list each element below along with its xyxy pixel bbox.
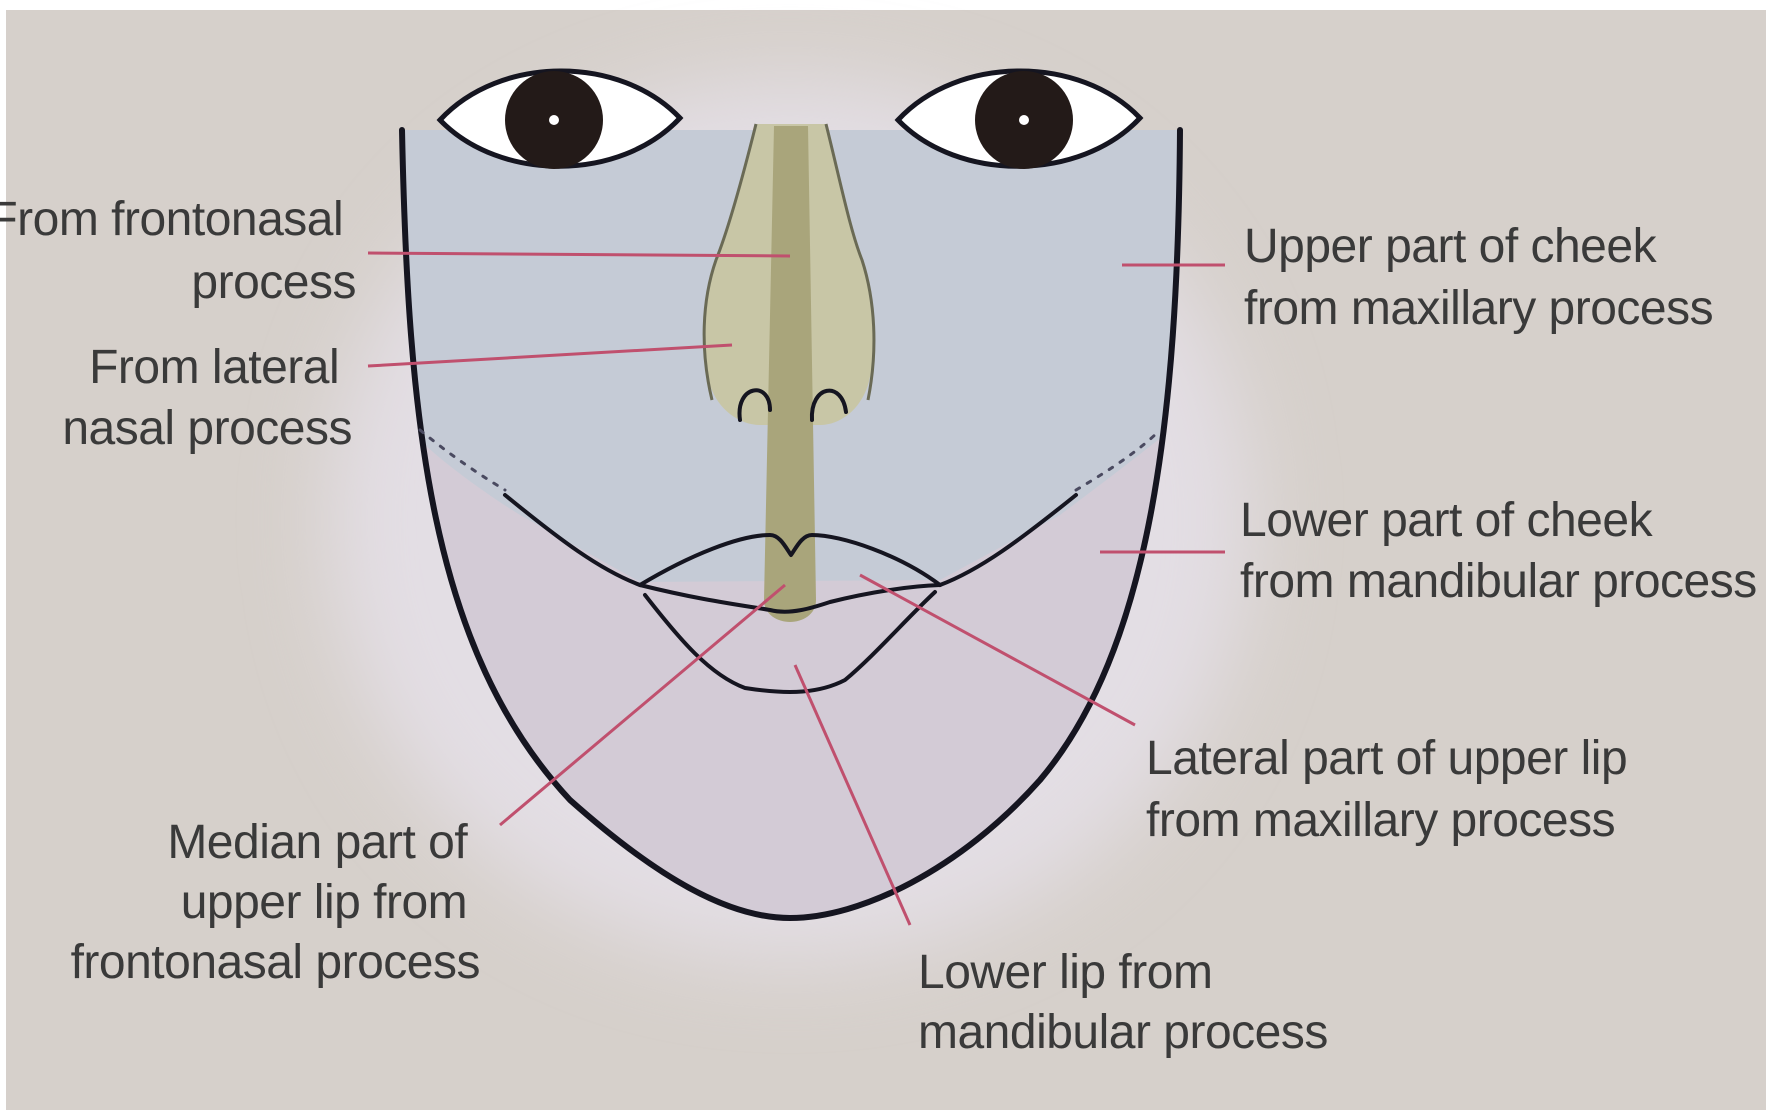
diagram-stage: From frontonasal process From lateral na… (0, 0, 1777, 1112)
face-development-diagram: From frontonasal process From lateral na… (0, 0, 1777, 1112)
